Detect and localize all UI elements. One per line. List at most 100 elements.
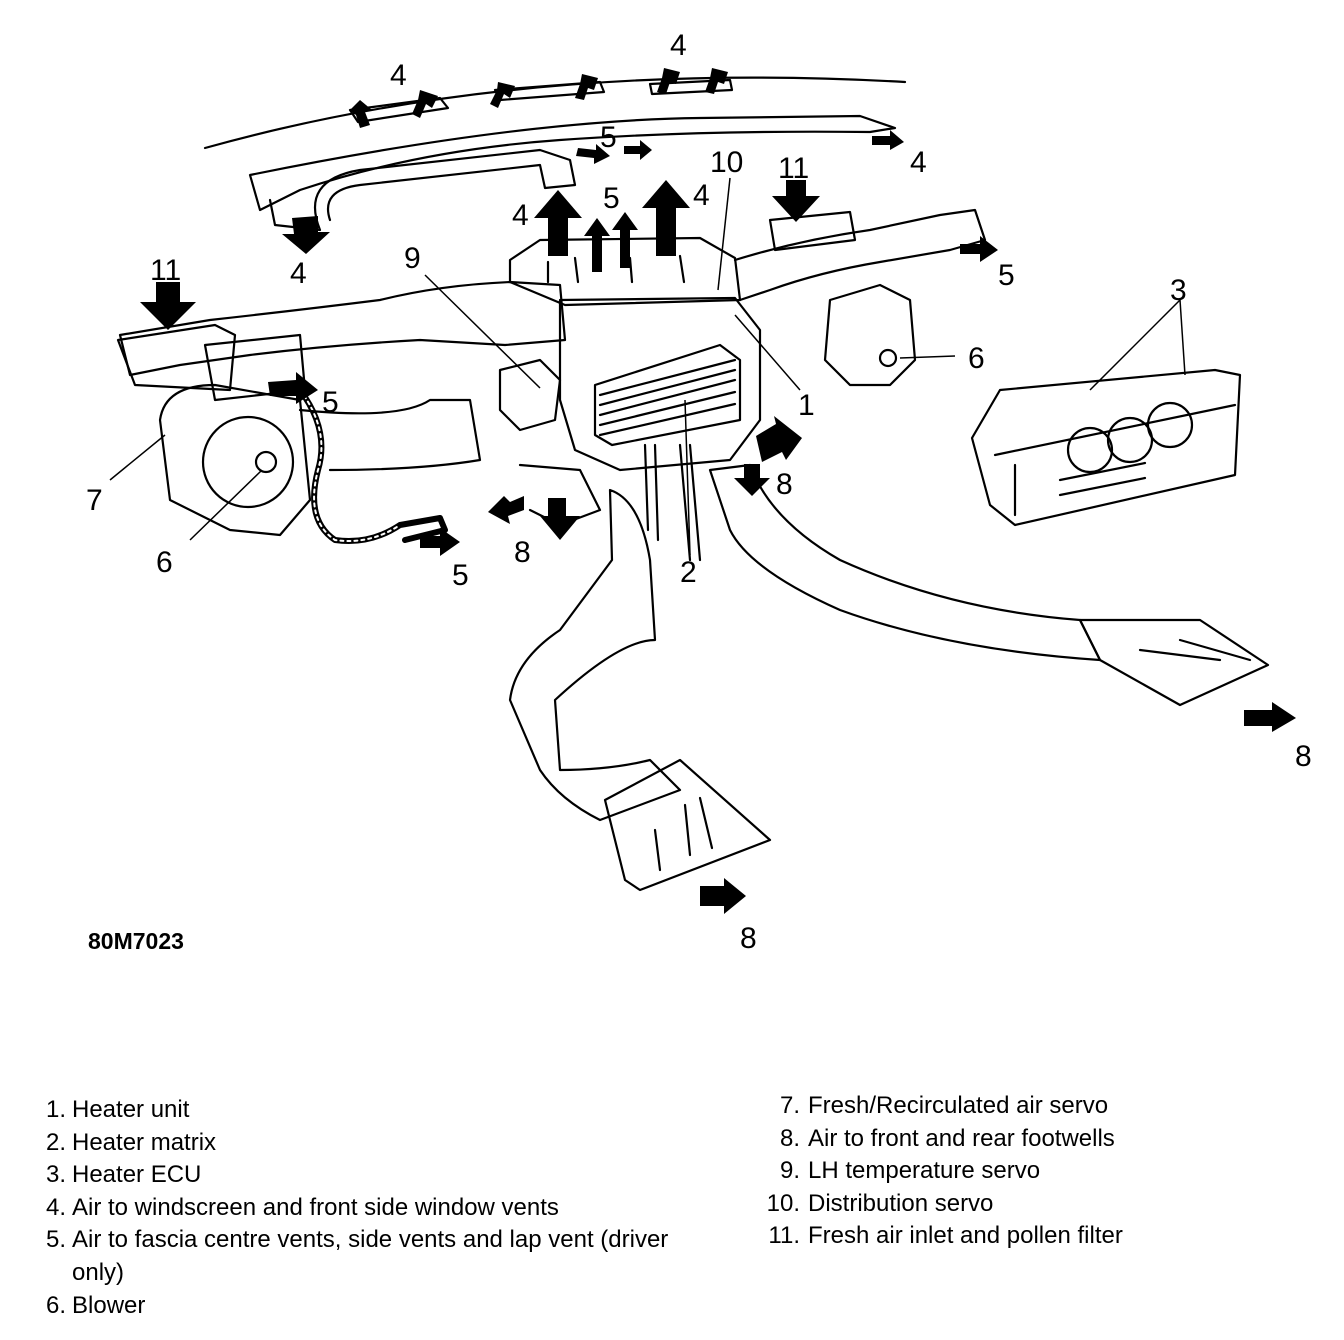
legend-item-number: 6. xyxy=(45,1291,66,1319)
left-blower-housing xyxy=(158,383,312,537)
arrow-down-left-4 xyxy=(282,216,330,254)
legend-item-text: Distribution servo xyxy=(808,1189,994,1217)
heater-ecu-panel xyxy=(970,368,1242,527)
legend-item: 10. Distribution servo xyxy=(764,1188,1324,1221)
rear-footwell-outlet-left xyxy=(603,758,772,892)
arrow-footwell-8-right-down xyxy=(734,464,770,496)
legend-item-number: 1. xyxy=(45,1096,66,1123)
lap-vent-hose-ribs xyxy=(299,389,401,542)
arrow-rear-8-right xyxy=(1244,702,1296,732)
leader-lines xyxy=(109,177,1186,556)
legend-item: 6.Blower xyxy=(30,1290,670,1323)
heater-unit-body xyxy=(558,296,762,472)
legend-item-number: 10. xyxy=(766,1189,800,1217)
lower-left-duct xyxy=(298,398,482,472)
legend-item: 4.Air to windscreen and front side windo… xyxy=(30,1192,670,1225)
legend-right: 7. Fresh/Recirculated air servo 8.Air to f… xyxy=(764,1090,1324,1253)
right-blower-hub xyxy=(878,348,898,368)
left-fresh-air-inlet xyxy=(116,323,237,392)
arrow-up-5-right xyxy=(612,212,638,268)
cross-car-duct xyxy=(118,280,567,377)
legend-item-text: LH temperature servo xyxy=(808,1157,1041,1185)
arrow-centre-5b xyxy=(624,140,652,160)
dash-top-rail xyxy=(248,114,897,212)
arrow-vent-5-left xyxy=(268,372,318,404)
callout-11-right: 11 xyxy=(778,152,809,185)
callout-5-right: 5 xyxy=(998,259,1015,292)
windscreen-vent-right xyxy=(648,78,734,96)
arrow-up-5-left xyxy=(584,218,610,272)
heater-matrix-fins xyxy=(598,358,737,437)
arrow-inlet-11-left xyxy=(140,282,196,330)
callout-4-left: 4 xyxy=(290,257,307,290)
callout-5-centre: 5 xyxy=(603,182,620,215)
legend-item-text: Blower xyxy=(72,1291,146,1319)
callout-1: 1 xyxy=(798,389,815,422)
callout-8-bottom: 8 xyxy=(740,922,757,955)
legend-item-number: 3. xyxy=(45,1161,66,1189)
legend-item-number: 8. xyxy=(779,1124,800,1152)
heater-ecu-knob-centre xyxy=(1106,416,1154,464)
callout-4-centre-right: 4 xyxy=(693,179,710,212)
arrow-centre-5 xyxy=(576,144,610,164)
legend-item: 7. Fresh/Recirculated air servo xyxy=(764,1090,1324,1123)
arrow-side-right xyxy=(872,130,904,150)
upper-duct-left xyxy=(268,148,577,232)
legend-item: 8.Air to front and rear footwells xyxy=(764,1123,1324,1156)
legend-item: 1.Heater unit xyxy=(30,1094,670,1127)
rear-footwell-outlet-right xyxy=(1078,618,1270,707)
windscreen-outline xyxy=(203,76,907,150)
legend-item-number: 5. xyxy=(45,1226,66,1254)
callout-11-left: 11 xyxy=(150,254,181,287)
callout-4-right: 4 xyxy=(910,146,927,179)
legend-item: 9.LH temperature servo xyxy=(764,1155,1324,1188)
callout-5-lap: 5 xyxy=(452,559,469,592)
legend-item: 3.Heater ECU xyxy=(30,1159,670,1192)
figure-reference: 80M7023 xyxy=(88,928,184,954)
arrow-footwell-8-down xyxy=(540,498,580,540)
legend-item: 2.Heater matrix xyxy=(30,1127,670,1160)
legend-item-text: Heater matrix xyxy=(72,1128,217,1156)
callout-4-top: 4 xyxy=(670,29,687,62)
callout-4-topleft: 4 xyxy=(390,59,407,92)
arrow-lap-5 xyxy=(420,528,460,556)
rear-footwell-outlet-right-fins xyxy=(1138,638,1252,662)
legend-item-number: 4. xyxy=(45,1193,66,1221)
right-duct xyxy=(733,208,987,302)
callout-9: 9 xyxy=(404,242,421,275)
arrow-rear-8-bottom xyxy=(700,878,746,914)
heater-matrix xyxy=(593,343,742,447)
heater-ecu-knob-right xyxy=(1146,401,1194,449)
legend-item-text: Fresh/Recirculated air servo xyxy=(808,1092,1109,1119)
legend-item-text: Fresh air inlet and pollen filter xyxy=(808,1222,1123,1250)
callout-4-centre-left: 4 xyxy=(512,199,529,232)
callout-5-top: 5 xyxy=(600,121,617,154)
lh-temperature-servo xyxy=(498,358,562,432)
legend-item-text: Air to windscreen and front side window … xyxy=(72,1193,559,1221)
arrow-windscreen-6 xyxy=(705,68,728,94)
arrow-footwell-8-right xyxy=(756,416,802,462)
arrow-up-4-left xyxy=(534,190,582,256)
right-fresh-air-inlet xyxy=(768,210,857,252)
callout-5-left: 5 xyxy=(322,386,339,419)
legend-item-number: 2. xyxy=(45,1128,66,1156)
windscreen-vent-left xyxy=(348,96,450,124)
heater-system-diagram: 1 2 3 4 4 4 4 4 4 5 5 5 5 5 6 6 7 8 8 8 … xyxy=(86,29,1312,955)
right-blower xyxy=(823,283,917,387)
distribution-box-slots xyxy=(546,254,686,284)
airflow-arrows xyxy=(140,68,1296,914)
callout-10: 10 xyxy=(710,146,743,179)
callout-2: 2 xyxy=(680,556,697,589)
rear-footwell-duct-right xyxy=(708,463,1102,662)
callout-6-left: 6 xyxy=(156,546,173,579)
legend-item-number: 7. xyxy=(779,1092,800,1119)
arrow-up-4-right xyxy=(642,180,690,256)
arrow-windscreen-1 xyxy=(350,100,372,128)
legend-item-text: Air to fascia centre vents, side vents a… xyxy=(72,1226,669,1286)
legend-item: 11.Fresh air inlet and pollen filter xyxy=(764,1220,1324,1253)
arrow-inlet-11-right xyxy=(772,180,820,222)
callout-8-left: 8 xyxy=(514,536,531,569)
arrow-windscreen-3 xyxy=(490,82,515,108)
arrow-windscreen-2 xyxy=(412,90,438,118)
